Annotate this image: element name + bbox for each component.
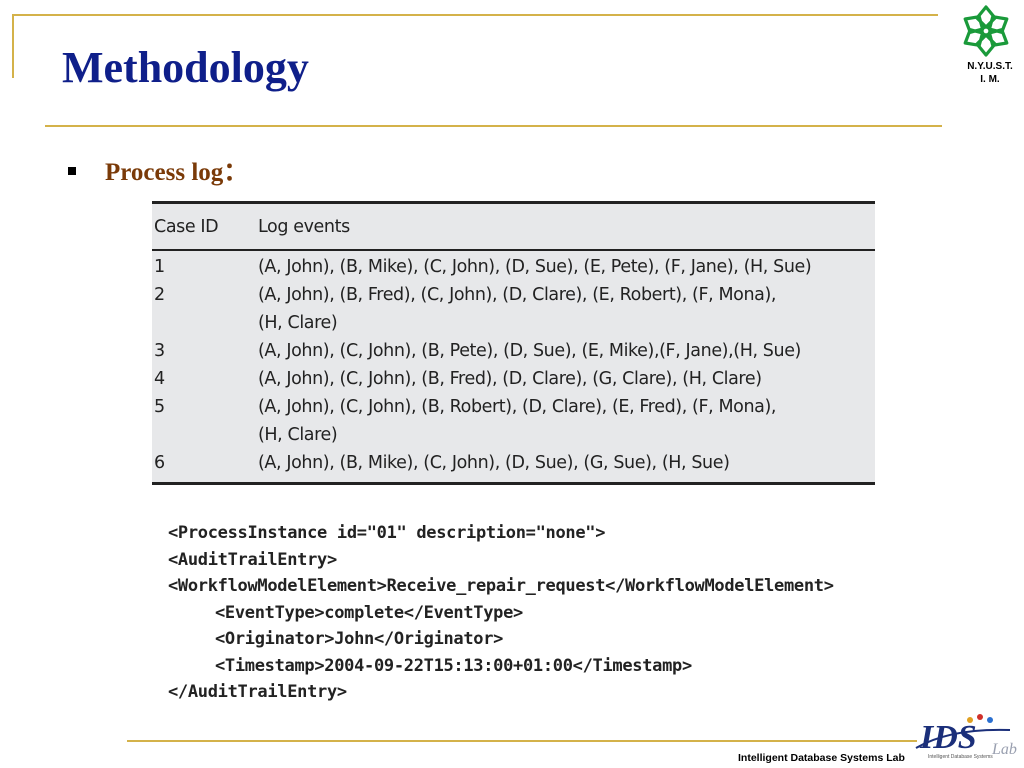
process-log-table: Case ID Log events 1 (A, John), (B, Mike)… (152, 201, 875, 485)
case-id-cell: 6 (154, 453, 165, 473)
log-events-cell: (A, John), (C, John), (B, Fred), (D, Cla… (256, 365, 875, 393)
xml-line: <WorkflowModelElement>Receive_repair_req… (168, 576, 834, 596)
log-events-line: (A, John), (B, Mike), (C, John), (D, Sue… (258, 453, 730, 473)
title-underline (45, 125, 942, 127)
table-row: 4 (A, John), (C, John), (B, Fred), (D, Cl… (152, 365, 875, 393)
log-events-line: (H, Clare) (258, 425, 338, 445)
ids-logo-icon: IDS Lab Intelligent Database Systems (915, 714, 1017, 760)
log-events-line: (A, John), (C, John), (B, Pete), (D, Sue… (258, 341, 801, 361)
case-id-cell: 3 (154, 341, 165, 361)
lab-name: Intelligent Database Systems Lab (738, 752, 905, 764)
xml-line: <AuditTrailEntry> (168, 549, 337, 570)
bullet-process-log: Process log： (105, 159, 249, 186)
log-events-cell: (A, John), (C, John), (B, Pete), (D, Sue… (256, 337, 875, 365)
table-header-row: Case ID Log events (152, 204, 875, 251)
xml-snippet: <ProcessInstance id="01" description="no… (168, 520, 834, 706)
footer-rule (127, 740, 917, 742)
nyust-logo: N.Y.U.S.T. I. M. (950, 4, 1022, 92)
xml-line: <Originator>John</Originator> (215, 629, 504, 649)
ids-logo-text: IDS (919, 719, 977, 756)
xml-line: <ProcessInstance id="01" description="no… (168, 523, 606, 543)
log-events-line: (A, John), (B, Fred), (C, John), (D, Cla… (258, 285, 777, 305)
nyust-emblem-icon (963, 5, 1009, 57)
log-events-cell: (A, John), (B, Mike), (C, John), (D, Sue… (256, 449, 875, 477)
logo-text: N.Y.U.S.T. I. M. (967, 61, 1013, 85)
xml-line: </AuditTrailEntry> (168, 682, 347, 702)
log-events-cell: (A, John), (B, Mike), (C, John), (D, Sue… (256, 250, 875, 281)
xml-line: <Timestamp>2004-09-22T15:13:00+01:00</Ti… (215, 655, 692, 676)
log-table: Case ID Log events 1 (A, John), (B, Mike)… (152, 204, 875, 477)
log-events-line: (A, John), (C, John), (B, Robert), (D, C… (258, 397, 777, 417)
xml-line: <EventType>complete</EventType> (215, 602, 523, 623)
table-row: 2 (A, John), (B, Fred), (C, John), (D, Cl… (152, 281, 875, 337)
case-id-cell: 4 (154, 369, 165, 389)
bullet-square-icon (68, 167, 76, 175)
page-title: Methodology (62, 43, 309, 92)
table-row: 5 (A, John), (C, John), (B, Robert), (D, … (152, 393, 875, 449)
table-row: 1 (A, John), (B, Mike), (C, John), (D, Su… (152, 250, 875, 281)
log-events-line: (A, John), (C, John), (B, Fred), (D, Cla… (258, 369, 762, 389)
column-header-case-id: Case ID (152, 204, 256, 251)
log-events-line: (H, Clare) (258, 313, 338, 333)
column-header-log-events: Log events (256, 204, 875, 251)
case-id-cell: 1 (154, 257, 165, 277)
ids-lab-logo: IDS Lab Intelligent Database Systems (910, 708, 1022, 762)
frame-top-rule (12, 14, 938, 16)
table-row: 6 (A, John), (B, Mike), (C, John), (D, Su… (152, 449, 875, 477)
ids-logo-tagline: Intelligent Database Systems (928, 754, 993, 760)
case-id-cell: 5 (154, 397, 165, 417)
table-row: 3 (A, John), (C, John), (B, Pete), (D, Su… (152, 337, 875, 365)
case-id-cell: 2 (154, 285, 165, 305)
frame-left-rule (12, 14, 14, 78)
ids-logo-sub: Lab (991, 741, 1017, 758)
log-events-cell: (A, John), (B, Fred), (C, John), (D, Cla… (256, 281, 875, 337)
log-events-line: (A, John), (B, Mike), (C, John), (D, Sue… (258, 257, 812, 277)
log-events-cell: (A, John), (C, John), (B, Robert), (D, C… (256, 393, 875, 449)
